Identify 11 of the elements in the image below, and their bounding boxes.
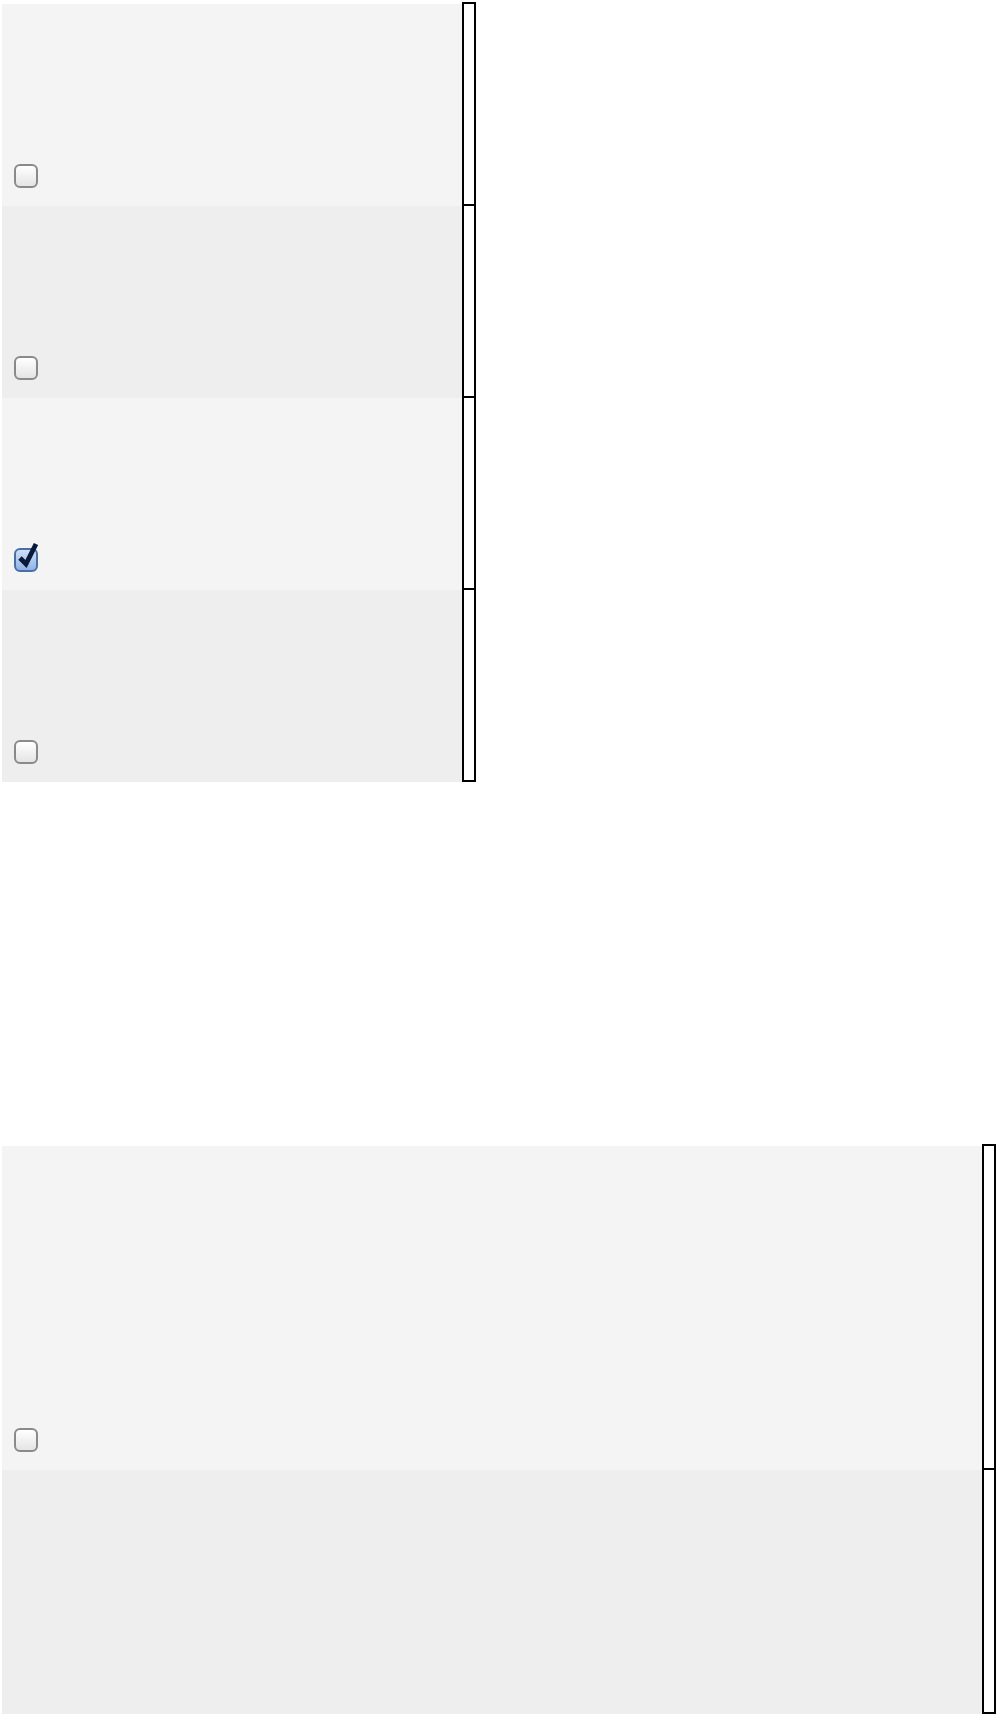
checkbox: [14, 356, 38, 380]
checkbox: [14, 1428, 38, 1452]
list-row: [2, 4, 462, 206]
list-row: [2, 206, 462, 398]
list-row: [2, 1146, 984, 1470]
list-row: [2, 590, 462, 782]
list-row: [2, 1470, 984, 1714]
checkbox: [14, 164, 38, 188]
checkbox: [14, 740, 38, 764]
list-row: [2, 398, 462, 590]
checked-checkbox: [14, 548, 38, 572]
